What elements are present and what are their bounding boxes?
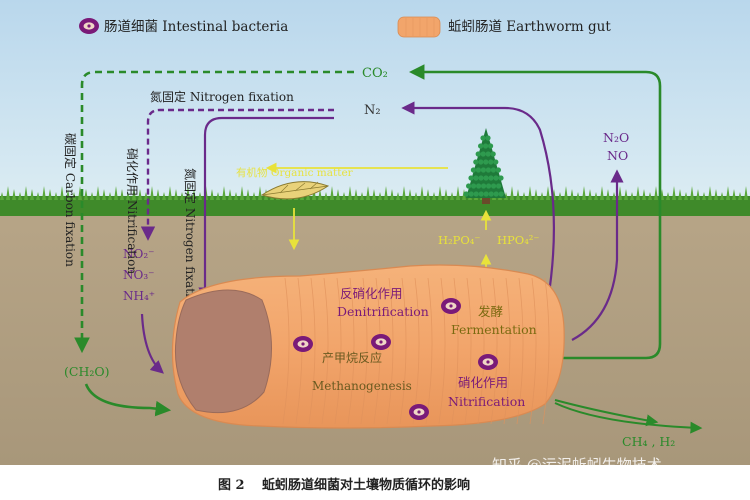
gut-legend-label: 蚯蚓肠道 Earthworm gut [448,19,611,35]
n2o-label: N₂O [603,130,629,145]
n2-label: N₂ [364,103,381,118]
denitrification-n2-arrow [401,101,555,301]
figure-caption: 蚯蚓肠道细菌对土壤物质循环的影响 [262,477,470,493]
bacteria-legend-label: 肠道细菌 Intestinal bacteria [104,19,288,35]
nitrogen-fixation-side-arrow [198,116,334,301]
methanogenesis-en-label: Methanogenesis [312,379,412,393]
earthworm-gut [171,264,565,429]
organic-matter-label: 有机物 Organic matter [236,166,354,179]
nitrification-en-label: Nitrification [448,394,525,409]
nitrogen-fixation-top-label: 氮固定 Nitrogen fixation [150,89,294,104]
fermentation-en-label: Fermentation [451,322,537,337]
sky-area [0,0,750,200]
co2-label: CO₂ [362,66,388,81]
grass-strip [0,186,750,216]
figure-number: 图 2 [218,478,245,493]
no3-label: NO₃⁻ [123,268,154,282]
ch4-h2-label: CH₄ , H₂ [622,434,675,449]
hpo4-label: HPO₄²⁻ [497,233,540,247]
nitrogen-fixation-side-label: 氮固定 Nitrogen fixation [183,168,198,312]
leaf-icon [260,181,330,200]
bacteria-icon [441,298,461,314]
watermark: 知乎 @污泥蚯蚓生物技术 [492,456,662,474]
bacteria-legend-icon [79,18,99,34]
gut-lumen [174,289,272,414]
fermentation-cn-label: 发酵 [478,304,503,319]
ch2o-label: (CH₂O) [64,364,109,379]
ch4-emission-arrow-2 [554,402,703,434]
carbon-fixation-arrow [74,70,354,354]
bacteria-icon [293,336,313,352]
bacteria-icon [409,404,429,420]
nitrification-cn-label: 硝化作用 [458,375,508,390]
n2o-emission-arrow [571,169,624,341]
methanogenesis-cn-label: 产甲烷反应 [322,350,382,365]
legend: 肠道细菌 Intestinal bacteria 蚯蚓肠道 Earthworm … [79,16,611,38]
nitrification-side-label: 硝化作用 Nitrification [125,148,139,274]
gut-legend-icon [397,16,441,38]
caption-area [0,465,750,500]
nitrogen-fixation-arrow [140,108,334,241]
denitrification-en-label: Denitrification [337,304,429,319]
bacteria-icon [478,354,498,370]
nitrogen-into-gut-arrow [140,313,164,374]
co2-release-arrow [408,64,662,360]
carbon-fixation-label: 碳固定 Carbon fixation [63,133,78,267]
nh4-label: NH₄⁺ [123,289,155,303]
tree-icon [463,128,506,204]
no-label: NO [607,148,628,163]
h2po4-label: H₂PO₄⁻ [438,233,481,247]
bacteria-icon [371,334,391,350]
ch4-emission-arrow-1 [554,399,659,427]
ch2o-to-gut-arrow [84,383,172,417]
no2-label: NO₂⁻ [123,247,154,261]
denitrification-cn-label: 反硝化作用 [340,286,403,301]
bacteria-group [293,298,498,420]
